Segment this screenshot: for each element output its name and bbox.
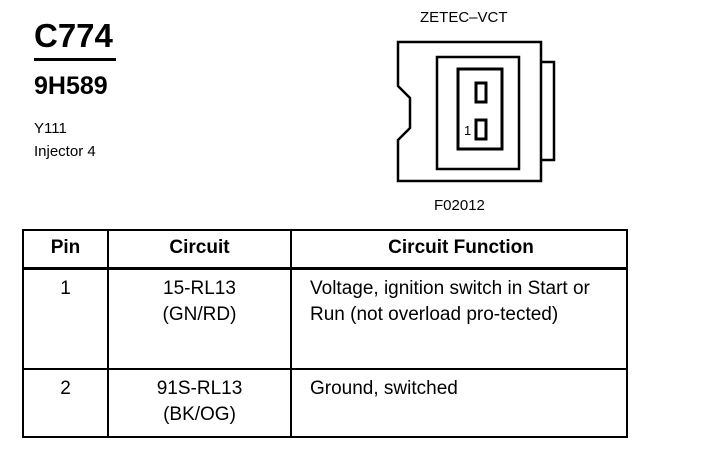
part-number: 9H589	[34, 72, 108, 100]
pin-1-cavity	[474, 118, 488, 141]
connector-id-underline	[34, 58, 116, 61]
header-pin: Pin	[22, 229, 109, 270]
terminal-block	[456, 67, 504, 151]
connector-housing-outline	[396, 40, 543, 183]
table-header-row: Pin Circuit Circuit Function	[22, 229, 628, 270]
wire-color: (BK/OG)	[163, 404, 236, 425]
table-row: 2 91S-RL13 (BK/OG) Ground, switched	[22, 368, 628, 438]
connector-id: C774	[34, 17, 113, 54]
circuit-code: 91S-RL13	[156, 378, 243, 399]
engine-label: ZETEC–VCT	[420, 9, 508, 26]
wire-color: (GN/RD)	[162, 304, 237, 325]
connector-inner-cavity	[435, 55, 521, 171]
pin-1-number-label: 1	[464, 123, 471, 138]
connector-face-drawing: 1	[396, 40, 556, 183]
component-name: Injector 4	[34, 143, 96, 160]
pin-circuit-table: Pin Circuit Circuit Function 1 15-RL13 (…	[22, 229, 628, 438]
connector-lock-tab	[541, 60, 556, 162]
circuit-code: 15-RL13	[163, 278, 236, 299]
table-row: 1 15-RL13 (GN/RD) Voltage, ignition swit…	[22, 267, 628, 370]
pin-number: 2	[22, 368, 109, 438]
header-circuit-function: Circuit Function	[290, 229, 628, 270]
pin-2-cavity	[474, 81, 488, 104]
circuit-cell: 91S-RL13 (BK/OG)	[107, 368, 292, 438]
figure-code: F02012	[434, 197, 485, 214]
circuit-function: Ground, switched	[290, 368, 628, 438]
circuit-cell: 15-RL13 (GN/RD)	[107, 267, 292, 370]
header-circuit: Circuit	[107, 229, 292, 270]
circuit-function: Voltage, ignition switch in Start or Run…	[290, 267, 628, 370]
location-code: Y111	[34, 120, 67, 137]
pin-number: 1	[22, 267, 109, 370]
